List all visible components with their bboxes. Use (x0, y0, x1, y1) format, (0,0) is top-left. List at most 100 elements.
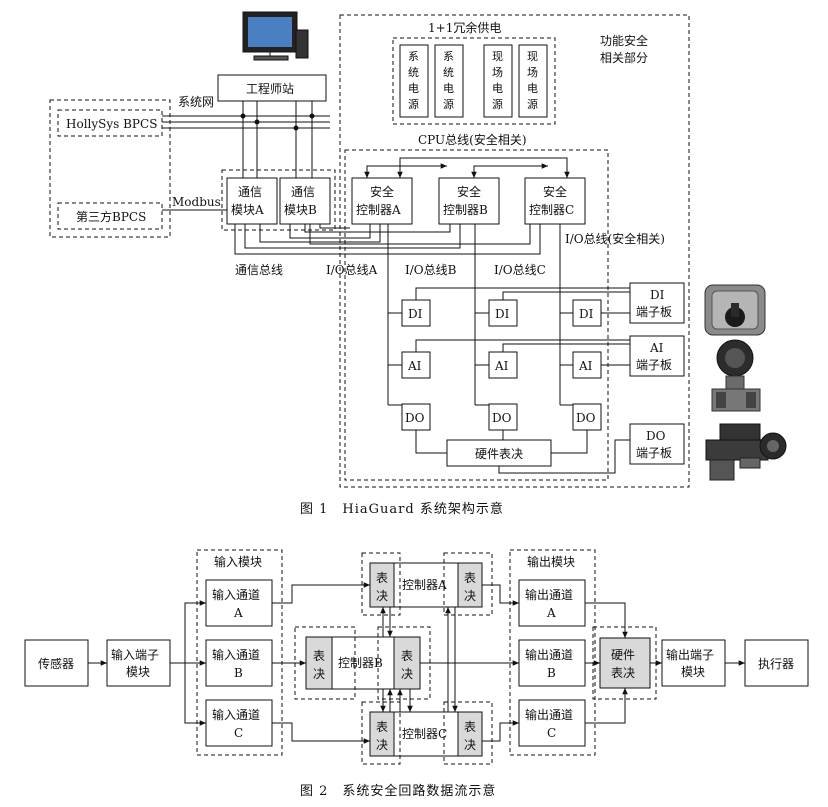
modbus-label: Modbus (172, 195, 221, 209)
input-module-region (196, 549, 283, 756)
power-region (392, 37, 556, 125)
ai-terminal-box (629, 335, 685, 377)
vote-a-right-2: 决 (464, 589, 476, 603)
controller-a-vote-right (443, 552, 493, 616)
valve-actuator-icon (705, 423, 787, 481)
hw-vote-label-2: 表决 (611, 666, 635, 680)
switch-device-icon (704, 284, 766, 336)
svg-text:电: 电 (527, 82, 538, 95)
comm-module-a-label-2: 模块A (231, 203, 264, 217)
actuator-label: 执行器 (758, 657, 794, 671)
input-channel-c-label-1: 输入通道 (212, 707, 260, 722)
vote-b-left-1: 表 (313, 649, 325, 663)
svg-text:统: 统 (408, 66, 419, 79)
hw-vote-label-1: 硬件 (611, 648, 635, 662)
bpcs-region (49, 99, 171, 238)
hollysys-bpcs-label: HollySys BPCS (66, 117, 157, 131)
svg-text:电: 电 (408, 82, 419, 95)
vote-c-right-2: 决 (464, 738, 476, 752)
figure-1 (49, 11, 690, 488)
vote-b-right-1: 表 (401, 649, 413, 663)
ai-terminal-label-2: 端子板 (636, 358, 672, 372)
controller-c-vote-right (443, 701, 493, 765)
comm-module-a-box (226, 177, 278, 225)
svg-text:源: 源 (492, 97, 503, 111)
system-network-label: 系统网 (178, 95, 214, 109)
input-channel-a-label-1: 输入通道 (212, 587, 260, 602)
ai-c-label: AI (578, 359, 593, 373)
vote-c-left-2: 决 (376, 738, 388, 752)
do-c-label: DO (576, 411, 596, 425)
computer-icon (242, 11, 309, 61)
do-terminal-label-2: 端子板 (636, 446, 672, 460)
transmitter-icon (711, 339, 761, 412)
output-channel-b-label-1: 输出通道 (525, 647, 573, 662)
comm-bus-label: 通信总线 (235, 263, 283, 277)
controller-a-label-1: 安全 (370, 184, 394, 199)
do-a-label: DO (405, 411, 425, 425)
controller-b-label-2: 控制器B (443, 203, 488, 217)
di-a-label: DI (408, 307, 423, 321)
svg-text:电: 电 (492, 82, 503, 95)
output-terminal-label-1: 输出端子 (666, 647, 714, 662)
output-channel-a-label-1: 输出通道 (525, 587, 573, 602)
redundant-power-label: 1+1冗余供电 (428, 20, 501, 35)
input-terminal-box (106, 639, 171, 687)
do-terminal-label-1: DO (646, 429, 666, 443)
figure-2-caption: 图 2 系统安全回路数据流示意 (300, 783, 496, 799)
figure-2-labels: 传感器 输入端子 模块 输入模块 输入通道 A 输入通道 B 输入通道 C 控制… (38, 554, 794, 799)
safety-region-label-2: 相关部分 (600, 50, 648, 65)
input-channel-b-label-1: 输入通道 (212, 647, 260, 662)
figure-1-labels: 功能安全 相关部分 1+1冗余供电 系 统 电 源 系 统 电 源 现 场 电 … (66, 20, 672, 517)
controller-c-vote-left (361, 701, 401, 765)
comm-module-b-label-2: 模块B (284, 203, 317, 217)
vote-a-left-2: 决 (376, 589, 388, 603)
svg-text:统: 统 (443, 66, 454, 79)
vote-a-right-1: 表 (464, 571, 476, 585)
safety-region (339, 14, 690, 488)
controller-c-label-1: 安全 (543, 184, 567, 199)
vote-b-left-2: 决 (313, 667, 325, 681)
engineer-station-label: 工程师站 (246, 81, 294, 96)
hw-vote-box (599, 637, 651, 689)
comm-module-region (221, 169, 336, 231)
output-terminal-box (661, 639, 726, 687)
svg-text:源: 源 (443, 97, 454, 111)
output-channel-b-label-2: B (547, 666, 556, 680)
di-c-label: DI (579, 307, 594, 321)
comm-module-b-label-1: 通信 (291, 185, 315, 199)
output-channel-c-label-2: C (547, 726, 556, 740)
svg-text:系: 系 (408, 50, 419, 63)
comm-module-a-label-1: 通信 (238, 185, 262, 199)
input-channel-a-label-2: A (233, 606, 243, 620)
controller-c-label-2: 控制器C (529, 203, 574, 217)
ai-a-label: AI (407, 359, 422, 373)
svg-text:场: 场 (492, 65, 503, 79)
controller-b-label: 控制器B (338, 656, 383, 670)
io-bus-c-label: I/O总线C (494, 263, 546, 277)
engineer-station-box (217, 74, 327, 102)
power-unit-1 (399, 44, 429, 118)
hollysys-bpcs-box (57, 109, 163, 137)
vote-a-left-1: 表 (376, 571, 388, 585)
ai-b-label: AI (494, 359, 509, 373)
controller-a-box (351, 177, 413, 225)
do-terminal-box (629, 423, 685, 465)
vote-c-left-1: 表 (376, 720, 388, 734)
cpu-region (344, 149, 609, 481)
svg-text:电: 电 (443, 82, 454, 95)
controller-a-vote-left (361, 552, 401, 616)
third-party-bpcs-label: 第三方BPCS (76, 209, 146, 224)
io-bus-safety-label: I/O总线(安全相关) (565, 231, 665, 246)
svg-text:源: 源 (408, 97, 419, 111)
io-bus-a-label: I/O总线A (326, 263, 378, 277)
output-module-label: 输出模块 (527, 554, 575, 569)
controller-b-box (438, 177, 500, 225)
power-unit-2 (434, 44, 464, 118)
do-b-label: DO (492, 411, 512, 425)
sensor-label: 传感器 (38, 656, 74, 671)
input-module-label: 输入模块 (214, 554, 262, 569)
hardware-voting-label: 硬件表决 (475, 447, 523, 461)
controller-a-label: 控制器A (402, 578, 447, 592)
